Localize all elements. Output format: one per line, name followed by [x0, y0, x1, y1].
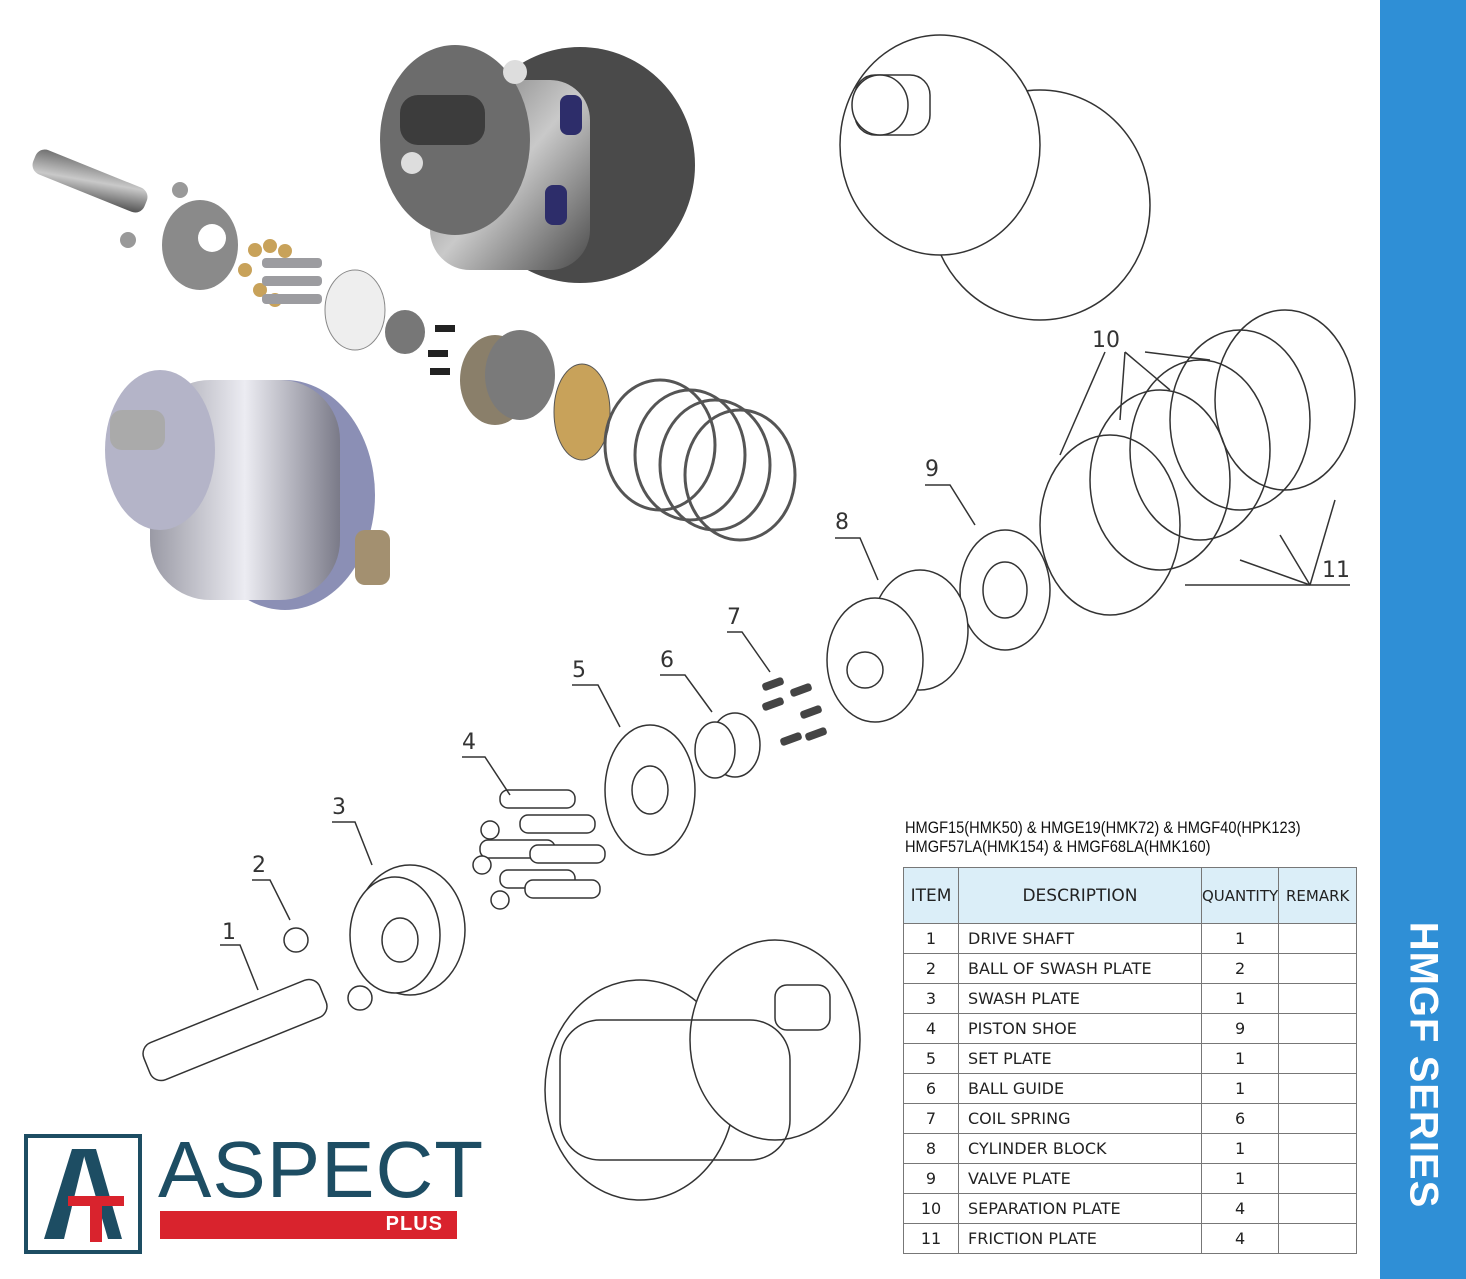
lineart-motor-top [839, 34, 1151, 321]
callout-6: 6 [660, 648, 674, 673]
rendered-motor-top [380, 45, 695, 283]
callout-8: 8 [835, 510, 849, 535]
item-cell: 9 [903, 1163, 959, 1194]
header-quantity: QUANTITY [1200, 867, 1280, 924]
item-cell: 3 [903, 983, 959, 1014]
quantity-cell: 1 [1200, 1163, 1280, 1194]
remark-cell [1278, 1163, 1358, 1194]
quantity-cell: 1 [1200, 923, 1280, 954]
model-line-1: HMGF15(HMK50) & HMGE19(HMK72) & HMGF40(H… [905, 818, 1301, 837]
lineart-cylinder-block [826, 537, 969, 723]
lineart-set-plate [572, 684, 696, 856]
lineart-plates [1039, 309, 1356, 616]
lineart-coil-springs [727, 631, 827, 746]
header-item: ITEM [903, 867, 959, 924]
quantity-cell: 2 [1200, 953, 1280, 984]
lineart-ball-guide [660, 674, 761, 779]
lineart-swash-plate [332, 821, 466, 996]
description-cell: CYLINDER BLOCK [958, 1133, 1202, 1164]
remark-cell [1278, 1223, 1358, 1254]
description-cell: COIL SPRING [958, 1103, 1202, 1134]
remark-cell [1278, 923, 1358, 954]
item-cell: 8 [903, 1133, 959, 1164]
callout-7: 7 [727, 605, 741, 630]
description-cell: BALL OF SWASH PLATE [958, 953, 1202, 984]
aspect-logo-icon [24, 1134, 142, 1254]
item-cell: 4 [903, 1013, 959, 1044]
lineart-valve-plate [925, 484, 1051, 651]
description-cell: DRIVE SHAFT [958, 923, 1202, 954]
item-cell: 5 [903, 1043, 959, 1074]
quantity-cell: 9 [1200, 1013, 1280, 1044]
item-cell: 11 [903, 1223, 959, 1254]
brand-sub: PLUS [385, 1213, 443, 1235]
callout-4: 4 [462, 730, 476, 755]
description-cell: FRICTION PLATE [958, 1223, 1202, 1254]
quantity-cell: 4 [1200, 1193, 1280, 1224]
quantity-cell: 6 [1200, 1103, 1280, 1134]
description-cell: BALL GUIDE [958, 1073, 1202, 1104]
quantity-cell: 1 [1200, 1133, 1280, 1164]
callout-10: 10 [1092, 328, 1120, 353]
callout-9: 9 [925, 457, 939, 482]
description-cell: PISTON SHOE [958, 1013, 1202, 1044]
description-cell: VALVE PLATE [958, 1163, 1202, 1194]
quantity-cell: 1 [1200, 1043, 1280, 1074]
remark-cell [1278, 953, 1358, 984]
item-cell: 10 [903, 1193, 959, 1224]
callout-3: 3 [332, 795, 346, 820]
model-list: HMGF15(HMK50) & HMGE19(HMK72) & HMGF40(H… [905, 818, 1309, 856]
brand-name: ASPECT [158, 1125, 485, 1214]
remark-cell [1278, 1013, 1358, 1044]
item-cell: 1 [903, 923, 959, 954]
lineart-piston-shoes [462, 756, 606, 910]
remark-cell [1278, 1043, 1358, 1074]
lineart-balls [252, 879, 373, 1011]
rendered-motor-left [105, 370, 390, 610]
series-side-band: HMGF SERIES [1380, 0, 1466, 1279]
remark-cell [1278, 1073, 1358, 1104]
remark-cell [1278, 1133, 1358, 1164]
model-line-2: HMGF57LA(HMK154) & HMGF68LA(HMK160) [905, 837, 1211, 856]
item-cell: 6 [903, 1073, 959, 1104]
quantity-cell: 1 [1200, 983, 1280, 1014]
callout-5: 5 [572, 658, 586, 683]
lineart-drive-shaft [142, 944, 328, 1082]
remark-cell [1278, 983, 1358, 1014]
remark-cell [1278, 1193, 1358, 1224]
series-label: HMGF SERIES [1401, 921, 1446, 1209]
exploded-parts-illustration [32, 34, 1356, 1201]
remark-cell [1278, 1103, 1358, 1134]
quantity-cell: 4 [1200, 1223, 1280, 1254]
item-cell: 7 [903, 1103, 959, 1134]
quantity-cell: 1 [1200, 1073, 1280, 1104]
table-header-row: ITEM DESCRIPTION QUANTITY REMARK [903, 867, 1358, 924]
rendered-parts-top [32, 149, 797, 542]
callout-1: 1 [222, 920, 236, 945]
description-cell: SWASH PLATE [958, 983, 1202, 1014]
header-remark: REMARK [1278, 867, 1358, 924]
callout-11: 11 [1322, 558, 1350, 583]
item-cell: 2 [903, 953, 959, 984]
header-description: DESCRIPTION [958, 867, 1202, 924]
brand-sub-bar: PLUS [160, 1211, 457, 1239]
callout-2: 2 [252, 853, 266, 878]
description-cell: SET PLATE [958, 1043, 1202, 1074]
lineart-motor-bottom [544, 939, 861, 1201]
description-cell: SEPARATION PLATE [958, 1193, 1202, 1224]
